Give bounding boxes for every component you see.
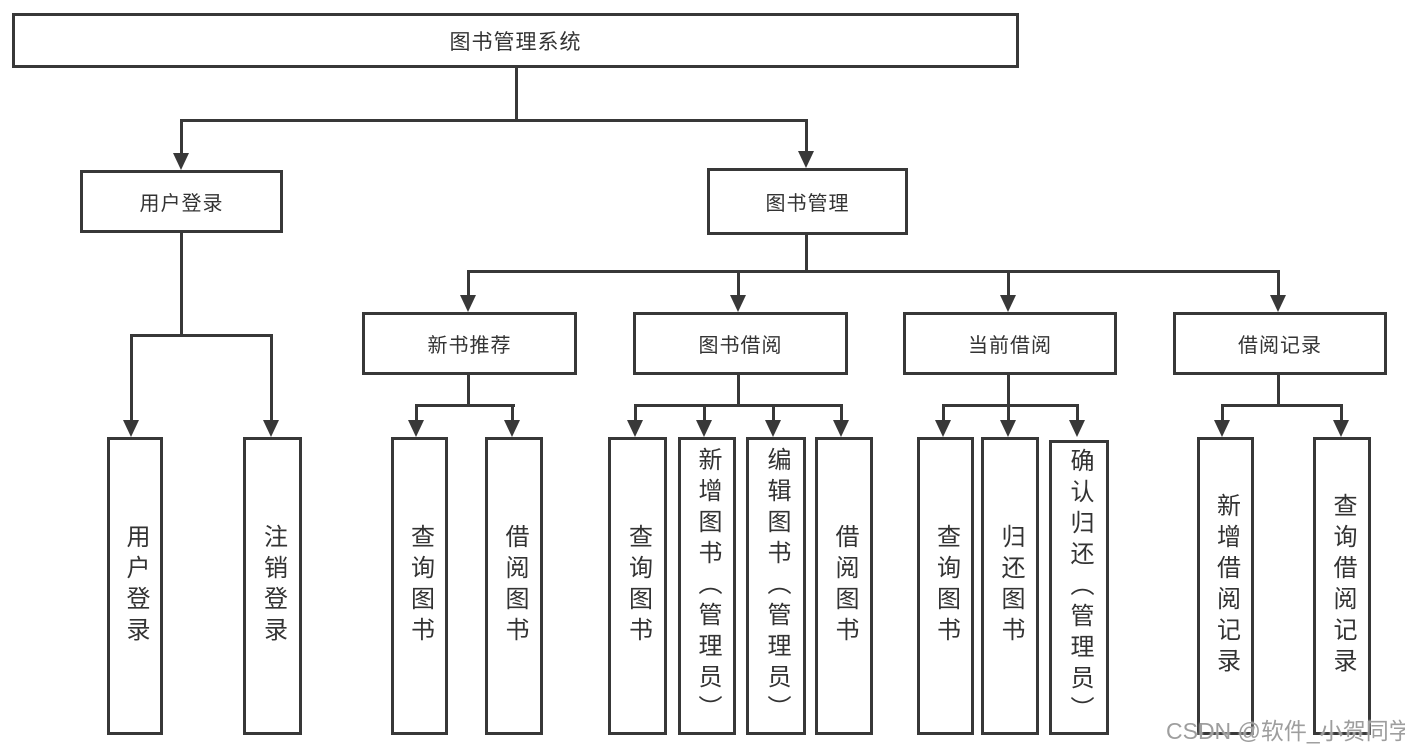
connector-line-h — [131, 334, 273, 337]
node-recommend-query-books: 查询图书 — [391, 437, 448, 735]
arrow-down-icon — [1000, 295, 1016, 312]
arrow-down-icon — [123, 420, 139, 437]
connector-line-v — [1006, 404, 1010, 420]
connector-line-v — [1006, 270, 1010, 295]
connector-line-v — [414, 404, 418, 420]
node-current-confirm-return-admin: 确认归还（管理员） — [1049, 440, 1109, 735]
connector-line-v — [804, 119, 808, 151]
node-current-borrow: 当前借阅 — [903, 312, 1117, 375]
node-book-management: 图书管理 — [707, 168, 908, 235]
connector-line-v — [1276, 375, 1280, 407]
arrow-down-icon — [696, 420, 712, 437]
node-user-login: 用户登录 — [80, 170, 283, 233]
connector-line-v — [510, 404, 514, 420]
connector-line-v — [1339, 404, 1343, 420]
node-current-query-books: 查询图书 — [917, 437, 974, 735]
node-borrow-query-books: 查询图书 — [608, 437, 667, 735]
connector-line-v — [269, 334, 273, 420]
connector-line-v — [1006, 375, 1010, 407]
arrow-down-icon — [1333, 420, 1349, 437]
connector-line-v — [179, 233, 183, 337]
node-current-return-books: 归还图书 — [981, 437, 1039, 735]
connector-line-v — [633, 404, 637, 420]
connector-line-v — [736, 375, 740, 407]
arrow-down-icon — [833, 420, 849, 437]
arrow-down-icon — [627, 420, 643, 437]
connector-line-v — [1276, 270, 1280, 295]
connector-line-v — [466, 375, 470, 407]
connector-line-v — [771, 404, 775, 420]
arrow-down-icon — [1214, 420, 1230, 437]
node-new-book-recommend: 新书推荐 — [362, 312, 577, 375]
arrow-down-icon — [460, 295, 476, 312]
connector-line-v — [129, 334, 133, 420]
connector-line-h — [468, 270, 1280, 273]
node-borrow-edit-books-admin: 编辑图书（管理员） — [746, 437, 806, 735]
connector-line-h — [181, 119, 808, 122]
arrow-down-icon — [935, 420, 951, 437]
node-borrow-add-books-admin: 新增图书（管理员） — [678, 437, 736, 735]
arrow-down-icon — [408, 420, 424, 437]
arrow-down-icon — [765, 420, 781, 437]
connector-line-v — [466, 270, 470, 295]
connector-line-v — [1075, 404, 1079, 420]
arrow-down-icon — [1270, 295, 1286, 312]
node-record-add-record: 新增借阅记录 — [1197, 437, 1254, 735]
connector-line-v — [736, 270, 740, 295]
watermark: CSDN @软件_小贺同学 — [1166, 718, 1405, 744]
node-library-management-system: 图书管理系统 — [12, 13, 1019, 68]
arrow-down-icon — [1000, 420, 1016, 437]
connector-line-v — [702, 404, 706, 420]
connector-line-h — [1222, 404, 1343, 407]
connector-line-v — [839, 404, 843, 420]
node-user-login-action: 用户登录 — [107, 437, 163, 735]
node-book-borrow: 图书借阅 — [633, 312, 848, 375]
connector-line-h — [943, 404, 1079, 407]
arrow-down-icon — [173, 153, 189, 170]
connector-line-v — [514, 68, 518, 122]
arrow-down-icon — [730, 295, 746, 312]
arrow-down-icon — [504, 420, 520, 437]
arrow-down-icon — [263, 420, 279, 437]
connector-line-v — [941, 404, 945, 420]
connector-line-v — [179, 119, 183, 153]
node-borrow-borrow-books: 借阅图书 — [815, 437, 873, 735]
node-recommend-borrow-books: 借阅图书 — [485, 437, 543, 735]
node-borrow-record: 借阅记录 — [1173, 312, 1387, 375]
connector-line-v — [804, 235, 808, 273]
connector-line-v — [1220, 404, 1224, 420]
arrow-down-icon — [1069, 420, 1085, 437]
node-logout-action: 注销登录 — [243, 437, 302, 735]
connector-line-h — [416, 404, 515, 407]
node-record-query-record: 查询借阅记录 — [1313, 437, 1371, 735]
arrow-down-icon — [798, 151, 814, 168]
